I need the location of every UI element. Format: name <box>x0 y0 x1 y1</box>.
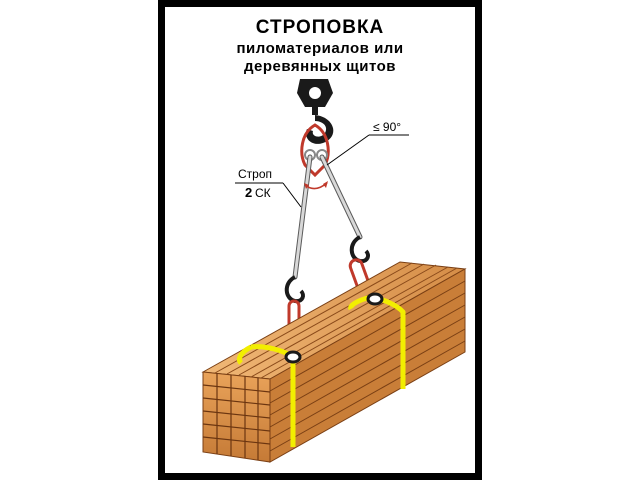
master-link <box>300 123 330 178</box>
slinging-diagram: ≤ 90° Строп 2 СК <box>201 79 467 463</box>
poster-panel: СТРОПОВКА пиломатериалов или деревянных … <box>165 7 475 473</box>
left-attach-eye <box>284 350 302 364</box>
sling-name-label: Строп <box>238 167 272 181</box>
right-attach-eye <box>366 292 384 306</box>
angle-label: ≤ 90° <box>373 120 401 134</box>
angle-indicator: ≤ 90° <box>304 120 409 190</box>
sling-type-label: СК <box>255 186 271 200</box>
title-line-2: пиломатериалов или <box>236 40 404 57</box>
sling-ropes <box>292 154 363 280</box>
page-title: СТРОПОВКА <box>255 17 385 38</box>
title-line-3: деревянных щитов <box>244 58 396 75</box>
sling-number-label: 2 <box>245 185 252 200</box>
sling-label: Строп 2 СК <box>235 167 302 208</box>
crane-hook-icon <box>297 79 334 144</box>
lumber-stack <box>201 261 467 463</box>
